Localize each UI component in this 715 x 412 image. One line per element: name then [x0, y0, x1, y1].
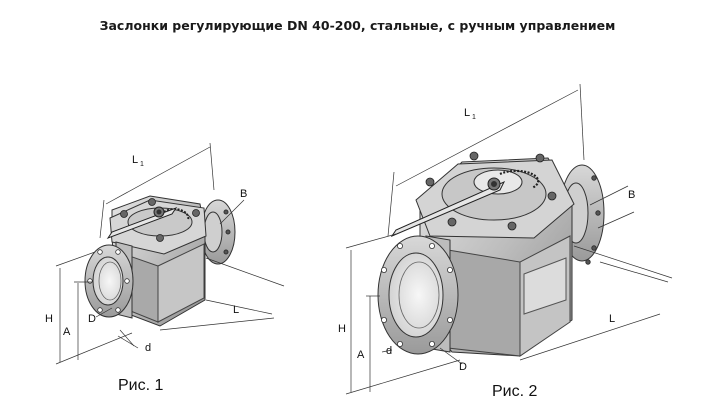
figure-1-label-l: L — [233, 304, 239, 316]
figure-1-front-flange — [84, 241, 134, 319]
figure-1-label-l1: L — [132, 154, 138, 166]
figure-2-caption: Рис. 2 — [492, 383, 538, 400]
figure-2-handle — [390, 177, 506, 238]
figure-2-label-l: L — [609, 313, 615, 325]
figure-2-dimensions — [345, 83, 673, 395]
figure-1-label-b: B — [240, 188, 247, 200]
figure-2-dimension-labels: L 1 B L H A d D — [338, 107, 635, 373]
figure-1-handle — [106, 206, 178, 240]
figure-1-label-a: A — [63, 326, 71, 338]
figure-1-label-h: H — [45, 313, 53, 325]
figure-1-rear-flange — [200, 199, 236, 265]
figure-2-label-d-upper: D — [459, 361, 467, 373]
figure-1-dimension-labels: L 1 B L H A D d — [45, 154, 247, 354]
figure-1-label-l1-sub: 1 — [140, 161, 144, 168]
figure-2-label-l1: L — [464, 107, 470, 119]
figure-2-label-h: H — [338, 323, 346, 335]
figure-1-drawing — [84, 195, 236, 327]
figure-1-label-d-lower: d — [145, 342, 151, 354]
figure-2-label-l1-sub: 1 — [472, 114, 476, 121]
figure-1-label-d-upper: D — [88, 313, 96, 325]
figure-2-label-a: A — [357, 349, 365, 361]
figure-2-label-d-lower: d — [386, 345, 392, 357]
figure-2-front-flange — [377, 235, 459, 355]
page-title: Заслонки регулирующие DN 40-200, стальны… — [99, 18, 616, 33]
figure-1-dimensions — [55, 142, 285, 365]
figure-1-caption: Рис. 1 — [118, 377, 164, 394]
figure-2-label-b: B — [628, 189, 635, 201]
figure-2-drawing — [377, 151, 605, 357]
